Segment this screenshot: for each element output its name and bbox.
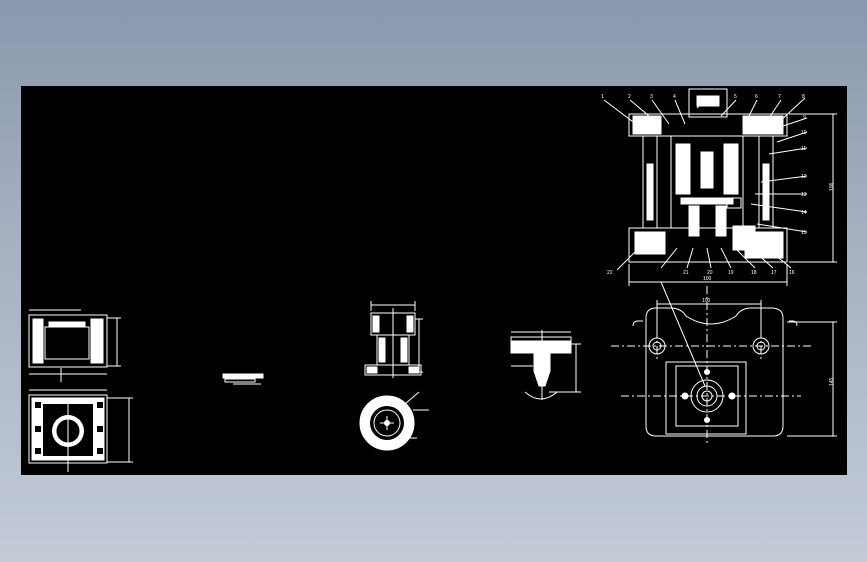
- part-strip[interactable]: [222, 373, 264, 385]
- part-number-8: 8: [802, 94, 805, 100]
- part-number-16: 16: [789, 270, 795, 276]
- part-number-10: 10: [801, 130, 807, 136]
- part-number-2: 2: [628, 94, 631, 100]
- part-number-19: 19: [728, 270, 734, 276]
- part-number-13: 13: [801, 192, 807, 198]
- part-block-front-view[interactable]: [28, 309, 121, 382]
- part-die-front-view[interactable]: [364, 301, 423, 378]
- part-number-7: 7: [778, 94, 781, 100]
- part-number-15: 15: [801, 230, 807, 236]
- part-number-20: 20: [707, 270, 713, 276]
- part-number-3: 3: [650, 94, 653, 100]
- dimension-main-height: 145: [829, 377, 835, 386]
- assembly-section-view[interactable]: [603, 88, 837, 286]
- part-number-18: 18: [751, 270, 757, 276]
- cad-drawing: 1 2 3 4 5 6 7 8 9 10 11 12 13 14 15 16 1…: [28, 88, 837, 472]
- part-number-12: 12: [801, 174, 807, 180]
- part-number-17: 17: [771, 270, 777, 276]
- part-number-11: 11: [801, 146, 806, 152]
- dimension-assembly-base-width: 100: [703, 276, 712, 282]
- plan-view-dimensions: 100 145: [702, 298, 835, 386]
- cad-drawing-canvas[interactable]: 1 2 3 4 5 6 7 8 9 10 11 12 13 14 15 16 1…: [21, 86, 847, 475]
- assembly-part-labels: 1 2 3 4 5 6 7 8 9 10 11 12 13 14 15 16 1…: [601, 94, 835, 282]
- dimension-assembly-height: 106: [829, 182, 835, 191]
- part-ring[interactable]: [359, 391, 429, 451]
- plan-view[interactable]: [611, 281, 837, 446]
- part-number-21: 21: [683, 270, 689, 276]
- part-number-4: 4: [673, 94, 676, 100]
- part-number-5: 5: [734, 94, 737, 100]
- part-block-plan-view[interactable]: [28, 389, 133, 472]
- part-number-1: 1: [601, 94, 604, 100]
- part-number-6: 6: [755, 94, 758, 100]
- part-number-9: 9: [803, 115, 806, 121]
- part-number-14: 14: [801, 210, 807, 216]
- part-number-22: 22: [607, 270, 613, 276]
- dimension-top-width: 100: [702, 298, 711, 304]
- part-punch[interactable]: [510, 330, 581, 400]
